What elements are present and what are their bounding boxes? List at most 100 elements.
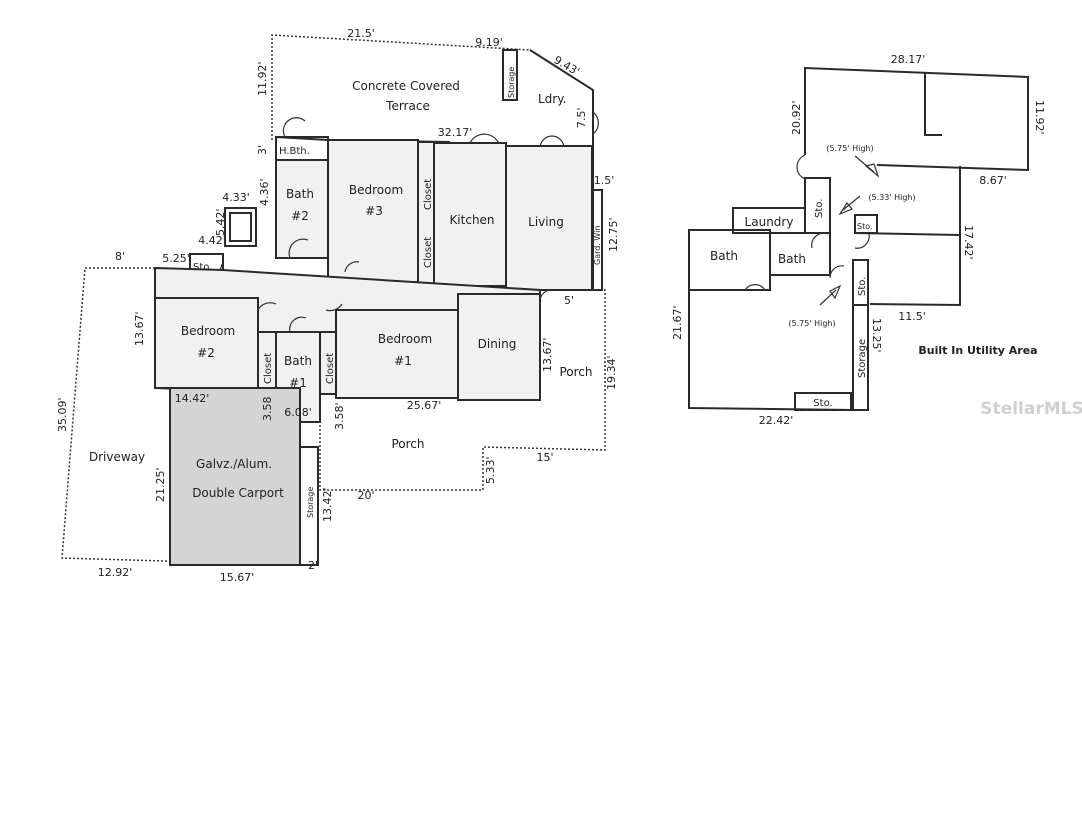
room-label: Closet [325,353,336,384]
bath-room [769,232,831,276]
main-plan-labels: Concrete Covered Terrace Storage Ldry. H… [56,27,620,584]
door [282,117,306,138]
dimension-label: 11.92' [1033,100,1046,135]
arrow-icon [819,155,880,306]
dimension-label: 17.42' [962,225,975,260]
room-label: #2 [197,346,215,360]
dimension-label: 20.92' [790,100,803,135]
room-label: Bedroom [349,183,403,197]
terrace-storage [502,49,518,101]
room-label: Porch [559,365,592,379]
room-label: Closet [423,237,434,268]
kitchen [433,142,507,287]
wall [804,66,1029,172]
door [829,265,845,279]
dimension-label: 19.34' [605,355,618,390]
utility-plan-labels: Laundry Sto. Sto. Bath Bath Sto. Storage… [671,53,1046,427]
dimension-label: 15.67' [220,571,255,584]
dimension-label: 13.42' [321,487,334,522]
dimension-label: 21.25' [154,467,167,502]
dining [457,293,541,401]
bedroom-3 [327,139,419,283]
dimension-label: 5.42' [214,208,227,236]
door [539,289,555,301]
room-label: Bath [284,354,312,368]
door [325,303,343,312]
dimension-label: 13.67' [541,337,554,372]
room-label: H.Bth. [279,146,310,157]
door [811,232,829,249]
dimension-label: 35.09' [56,397,69,432]
height-note: (5.75' High) [788,319,835,328]
door [854,233,870,249]
utility-plan [688,66,1029,412]
room-label: Bedroom [181,324,235,338]
room-label: #1 [289,376,307,390]
dimension-label: 13.25' [870,318,883,353]
dimension-label: 4.42' [198,234,226,247]
room-label: Terrace [385,99,430,113]
dimension-label: 6.08' [284,406,312,419]
room-label: Bath [710,249,738,263]
dimension-label: 3' [256,145,269,155]
dimension-label: 8' [115,250,125,263]
room-label: #2 [291,209,309,223]
room-label: Kitchen [449,213,494,227]
room-label: Sto. [193,262,212,273]
room-label: Bedroom [378,332,432,346]
room-label: Ldry. [538,92,566,106]
dimension-label: 3.58' [333,402,346,430]
living [505,145,593,291]
door [344,261,360,273]
dimension-label: 2' [308,559,318,572]
dimension-label: 7.5' [575,107,588,128]
room-label: #3 [365,204,383,218]
dimension-label: 15' [536,451,553,464]
dimension-label: 4.33' [222,191,250,204]
room-label: Storage [306,487,315,518]
dimension-label: 9.43' [552,53,582,78]
wall [924,72,942,136]
dimension-label: 13.67' [133,311,146,346]
dimension-label: 5.33' [484,456,497,484]
room-label: Bath [286,187,314,201]
room-label: Closet [263,353,274,384]
storage-bottom [299,446,319,566]
dimension-label: 25.67' [407,399,442,412]
dimension-label: 28.17' [891,53,926,66]
dimension-label: 11.5' [898,310,926,323]
room-label: Porch [391,437,424,451]
room-label: Sto. [813,398,832,409]
door [257,302,277,311]
dimension-label: 9.19' [475,36,503,49]
main-plan [61,34,606,566]
utility-area-title: Built In Utility Area [918,344,1037,357]
carport [169,387,301,566]
dimension-label: 8.67' [979,174,1007,187]
room-label: Double Carport [192,486,284,500]
dimension-label: 5.25' [162,252,190,265]
terrace-outline [271,34,531,140]
dimension-label: 14.42' [175,392,210,405]
dimension-label: 20' [357,489,374,502]
door [289,316,307,333]
dimension-label: 21.5' [347,27,375,40]
storage-strip [852,304,869,411]
room-label: Galvz./Alum. [196,457,272,471]
dimension-label: 32.17' [438,126,473,139]
room-label: Storage [507,67,516,98]
height-note: (5.75' High) [826,144,873,153]
dimension-label: 5' [564,294,574,307]
dimension-label: 12.75' [607,217,620,252]
room-label: #1 [394,354,412,368]
dimension-label: 4.36' [258,178,271,206]
room-label: Storage [857,339,868,378]
room-label: Dining [478,337,517,351]
dimension-label: 21.67' [671,305,684,340]
dimension-label: 11.92' [256,61,269,96]
room-label: Closet [423,179,434,210]
room-label: Sto. [857,222,873,231]
room-label: Concrete Covered [352,79,460,93]
bedroom-1 [335,309,459,399]
